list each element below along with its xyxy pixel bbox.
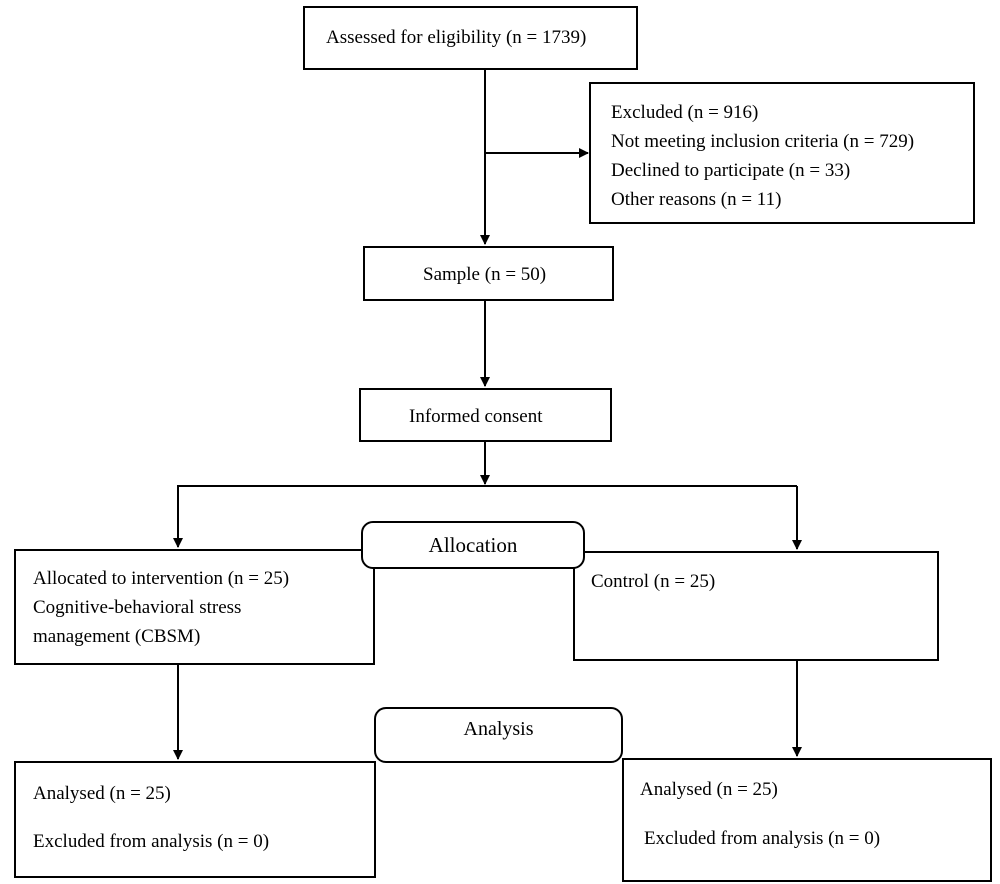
consent-label: Informed consent <box>409 406 543 427</box>
excluded-title: Excluded (n = 916) <box>611 102 759 123</box>
assessed-label: Assessed for eligibility (n = 1739) <box>326 27 587 48</box>
excluded-from-analysis-label: Excluded from analysis (n = 0) <box>33 831 270 852</box>
analysis-label-box: Analysis <box>374 707 623 763</box>
analysed-right-box: Analysed (n = 25) Excluded from analysis… <box>622 758 992 882</box>
analysed-label: Analysed (n = 25) <box>33 783 171 804</box>
consent-box: Informed consent <box>359 388 612 442</box>
excluded-reason: Not meeting inclusion criteria (n = 729) <box>611 131 915 152</box>
analysed-left-box: Analysed (n = 25) Excluded from analysis… <box>14 761 376 878</box>
excluded-reason: Declined to participate (n = 33) <box>611 160 851 181</box>
excluded-from-analysis-label: Excluded from analysis (n = 0) <box>644 828 881 849</box>
sample-box: Sample (n = 50) <box>363 246 614 301</box>
analysis-label: Analysis <box>463 717 534 740</box>
excluded-reason: Other reasons (n = 11) <box>611 189 782 210</box>
control-box: Control (n = 25) <box>573 551 939 661</box>
analysed-label: Analysed (n = 25) <box>640 779 778 800</box>
control-label: Control (n = 25) <box>591 571 716 592</box>
intervention-box: Allocated to intervention (n = 25) Cogni… <box>14 549 375 665</box>
allocation-label: Allocation <box>428 532 518 557</box>
sample-label: Sample (n = 50) <box>423 264 547 285</box>
intervention-label: management (CBSM) <box>33 626 201 647</box>
assessed-box: Assessed for eligibility (n = 1739) <box>303 6 638 70</box>
excluded-box: Excluded (n = 916) Not meeting inclusion… <box>589 82 975 224</box>
intervention-label: Cognitive-behavioral stress <box>33 597 242 618</box>
intervention-label: Allocated to intervention (n = 25) <box>33 568 290 589</box>
allocation-label-box: Allocation <box>361 521 585 569</box>
